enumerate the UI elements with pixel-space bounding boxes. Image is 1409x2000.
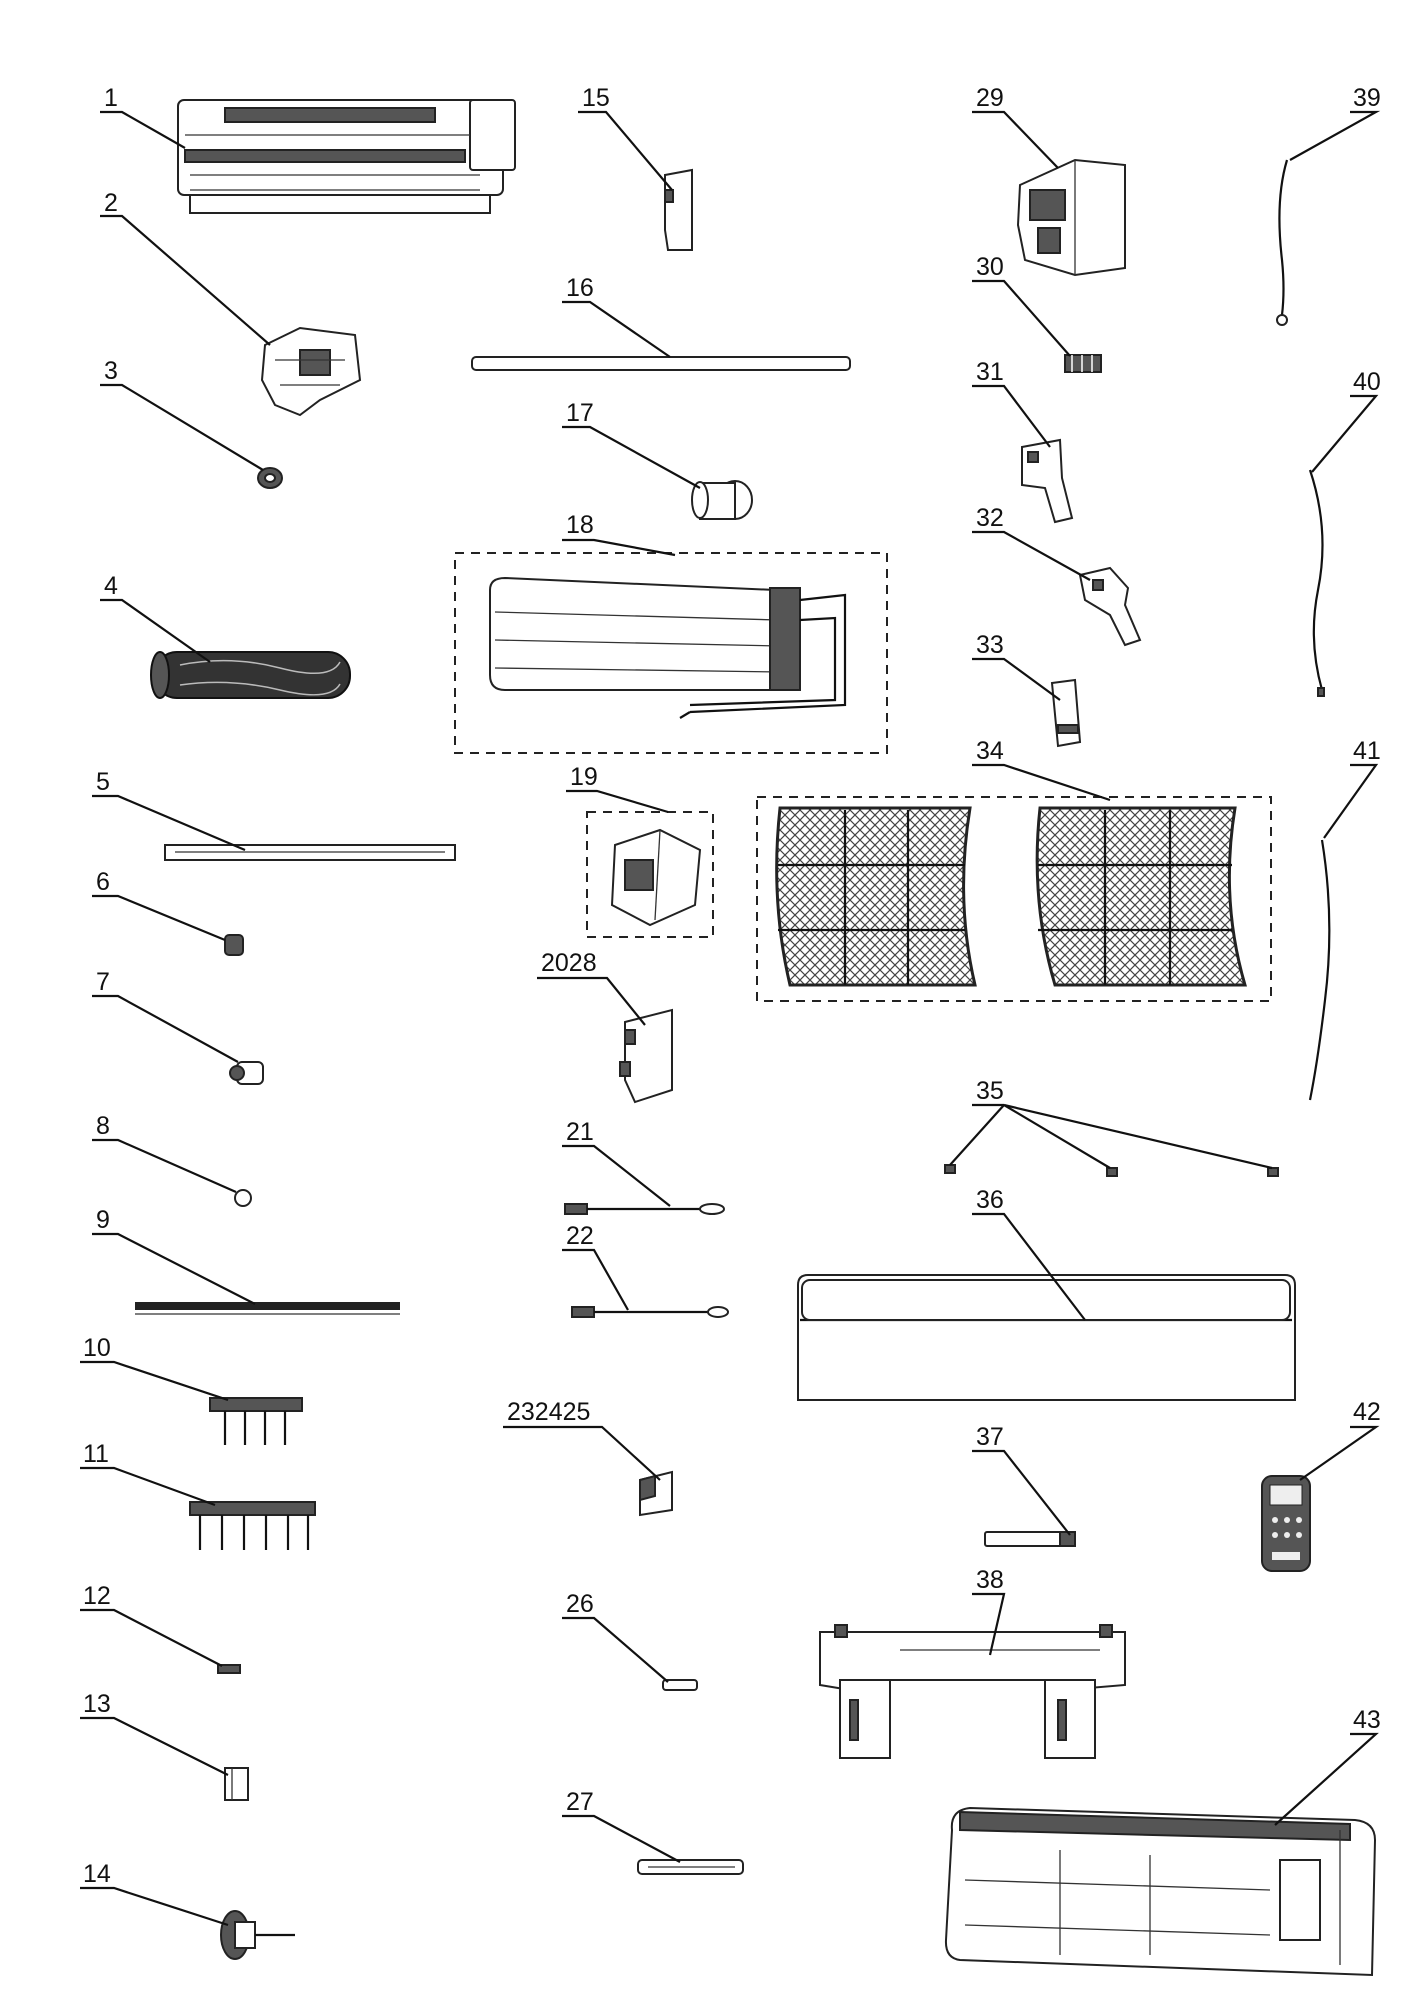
label-15: 15 — [582, 84, 610, 112]
part-14-motor — [220, 1910, 295, 1960]
label-9: 9 — [96, 1206, 110, 1234]
part-18-evaporator — [489, 576, 847, 719]
part-1-chassis — [177, 99, 516, 214]
part-40-cable — [1308, 469, 1325, 697]
label-11: 11 — [83, 1440, 109, 1468]
part-16-rod — [471, 356, 851, 371]
label-12: 12 — [83, 1582, 111, 1610]
part-6-clip — [224, 934, 244, 956]
label-39: 39 — [1353, 84, 1381, 112]
label-17: 17 — [566, 399, 594, 427]
label-5: 5 — [96, 768, 110, 796]
label-21: 21 — [566, 1118, 594, 1146]
label-6: 6 — [96, 868, 110, 896]
part-13-bracket — [224, 1767, 249, 1801]
part-10-louver-assembly — [209, 1397, 303, 1445]
part-17-bushing — [691, 480, 753, 520]
part-2-fan-motor — [260, 326, 362, 417]
part-34-filter-right — [1035, 806, 1248, 987]
part-15-cover — [664, 168, 693, 251]
label-13: 13 — [83, 1690, 111, 1718]
part-3-bushing — [257, 467, 283, 489]
label-3: 3 — [104, 357, 118, 385]
part-38-mounting-plate — [819, 1624, 1126, 1759]
part-4-cross-flow-fan — [150, 651, 351, 699]
part-36-front-panel — [797, 1274, 1296, 1401]
label-22: 22 — [566, 1222, 594, 1250]
label-33: 33 — [976, 631, 1004, 659]
part-26-pin — [662, 1679, 698, 1691]
part-22-sensor — [571, 1306, 729, 1318]
part-31-bracket — [1021, 438, 1074, 524]
part-20-28-cover — [619, 1008, 673, 1104]
label-32: 32 — [976, 504, 1004, 532]
part-41-cable — [1308, 839, 1331, 1101]
label-1: 1 — [104, 84, 118, 112]
part-39-cable — [1276, 159, 1289, 326]
label-26: 26 — [566, 1590, 594, 1618]
part-34-filter-left — [775, 806, 977, 987]
part-5-bar — [164, 844, 456, 861]
part-34-group-box — [756, 796, 1272, 1002]
part-30-terminal — [1064, 354, 1102, 373]
label-19: 19 — [570, 763, 598, 791]
part-27-plate — [637, 1859, 744, 1875]
label-18: 18 — [566, 511, 594, 539]
label-34: 34 — [976, 737, 1004, 765]
label-29: 29 — [976, 84, 1004, 112]
label-31: 31 — [976, 358, 1004, 386]
label-20-28: 2028 — [541, 949, 597, 977]
label-8: 8 — [96, 1112, 110, 1140]
label-41: 41 — [1353, 737, 1381, 765]
label-27: 27 — [566, 1788, 594, 1816]
part-35-screws — [944, 1164, 1279, 1177]
part-7-bearing-holder — [229, 1061, 264, 1085]
label-37: 37 — [976, 1423, 1004, 1451]
part-18-group-box — [454, 552, 888, 754]
part-23-24-25-box — [639, 1470, 673, 1517]
label-14: 14 — [83, 1860, 111, 1888]
label-23-24-25: 232425 — [507, 1398, 590, 1426]
label-30: 30 — [976, 253, 1004, 281]
label-4: 4 — [104, 572, 118, 600]
part-32-bracket — [1078, 566, 1142, 647]
part-43-indoor-unit — [944, 1806, 1377, 1977]
part-29-control-box — [1016, 158, 1126, 277]
part-11-louver-assembly — [189, 1501, 316, 1550]
part-9-strip — [135, 1302, 400, 1315]
part-37-strip — [984, 1531, 1076, 1547]
part-33-cover — [1050, 678, 1082, 748]
label-16: 16 — [566, 274, 594, 302]
part-42-remote-control — [1261, 1475, 1311, 1572]
label-40: 40 — [1353, 368, 1381, 396]
part-21-sensor — [564, 1203, 725, 1215]
part-12-connector — [217, 1664, 241, 1674]
label-35: 35 — [976, 1077, 1004, 1105]
label-2: 2 — [104, 189, 118, 217]
label-10: 10 — [83, 1334, 111, 1362]
label-42: 42 — [1353, 1398, 1381, 1426]
label-43: 43 — [1353, 1706, 1381, 1734]
label-7: 7 — [96, 968, 110, 996]
part-19-group-box — [586, 811, 714, 938]
label-38: 38 — [976, 1566, 1004, 1594]
part-19-control-box — [610, 828, 702, 927]
label-36: 36 — [976, 1186, 1004, 1214]
part-8-ring — [234, 1189, 252, 1207]
